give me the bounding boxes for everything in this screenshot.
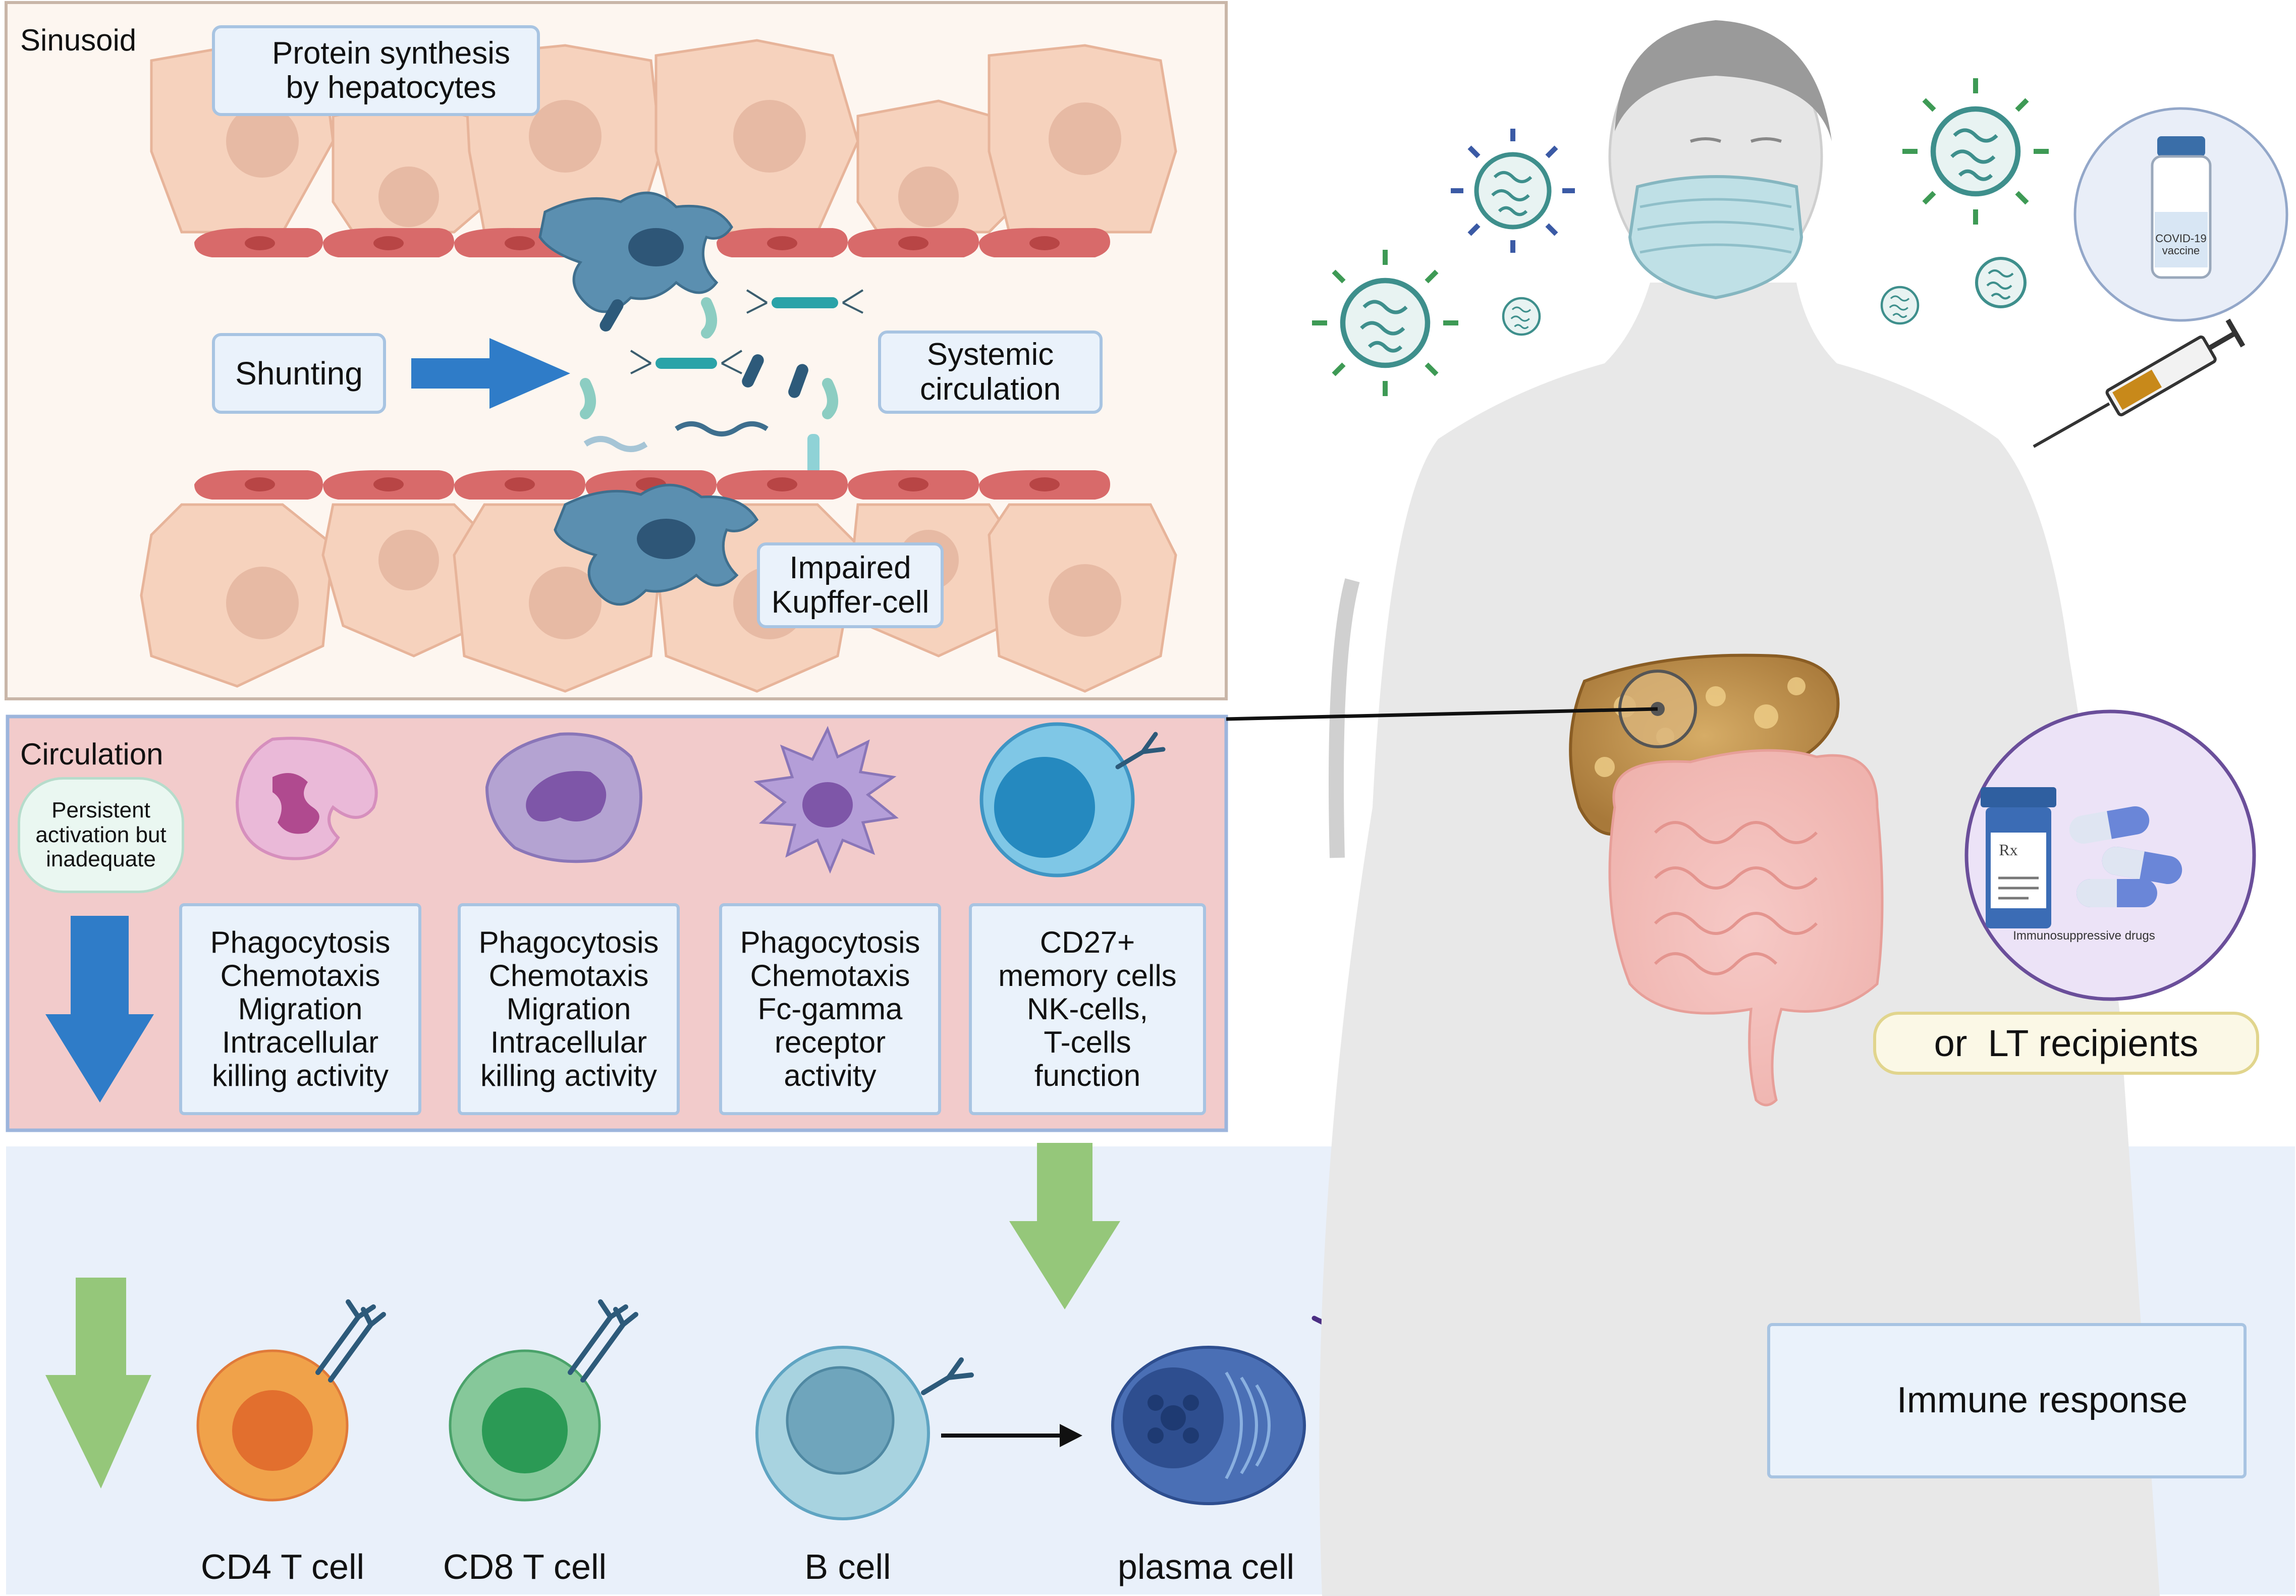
shunting-label: Shunting	[212, 333, 386, 414]
persistent-activation-label: Persistent activation but inadequate	[18, 777, 184, 893]
monocyte-cell	[485, 732, 642, 863]
human-figure	[1319, 20, 2160, 1596]
lymphocyte-cell	[979, 722, 1166, 877]
neutrophil-cell	[235, 737, 378, 860]
protein-synthesis-label: Protein synthesis by hepatocytes	[212, 25, 540, 116]
dendritic-cell	[753, 726, 899, 874]
shunting-arrow	[411, 338, 570, 409]
virus-spikes	[1451, 129, 1575, 253]
vaccine-panel	[2073, 107, 2288, 322]
cd8-t-cell-label: CD8 T cell	[443, 1547, 607, 1586]
sinusoid-title: Sinusoid	[20, 23, 137, 57]
zoom-connector-line	[1226, 707, 1658, 721]
cd8-t-cell	[449, 1299, 638, 1502]
kupffer-cell-bottom	[554, 483, 759, 606]
pill-bottle-icon	[1981, 787, 2056, 928]
green-down-arrow-left	[45, 1278, 151, 1489]
drug-caption: Immunosuppressive drugs	[2013, 928, 2155, 943]
vaccine-vial-icon	[2151, 136, 2212, 279]
green-down-arrow-center	[1009, 1143, 1120, 1309]
neutrophil-functions: Phagocytosis Chemotaxis Migration Intrac…	[179, 903, 421, 1115]
syringe-icon	[2033, 318, 2246, 448]
cd4-t-cell-label: CD4 T cell	[200, 1547, 365, 1586]
down-arrow-icon	[45, 916, 154, 1103]
kupffer-cell-top	[538, 191, 733, 313]
plasma-cell-label: plasma cell	[1117, 1547, 1295, 1586]
cd4-t-cell	[196, 1299, 386, 1502]
receptor-icon	[1115, 732, 1166, 769]
hepatocyte-nuclei-top	[226, 100, 1121, 227]
lt-recipients-label: or LT recipients	[1873, 1012, 2259, 1075]
bacteria-cluster	[580, 289, 864, 474]
plasma-cell	[1111, 1346, 1306, 1505]
face-mask-icon	[1628, 175, 1803, 300]
drug-panel	[1964, 709, 2256, 1001]
b-cell	[755, 1346, 974, 1520]
monocyte-functions: Phagocytosis Chemotaxis Migration Intrac…	[458, 903, 680, 1115]
lymphocyte-functions: CD27+ memory cells NK-cells, T-cells fun…	[969, 903, 1206, 1115]
endothelium-bottom	[194, 470, 1110, 500]
intestine-organ	[1608, 749, 1884, 1107]
immune-response-label: Immune response	[1767, 1323, 2247, 1478]
capsule-icons	[2069, 806, 2182, 907]
b-cell-label: B cell	[804, 1547, 891, 1586]
systemic-circulation-label: Systemic circulation	[878, 331, 1103, 414]
rx-label: Rx	[1999, 841, 2018, 859]
impaired-kupffer-label: Impaired Kupffer-cell	[757, 542, 944, 628]
circulation-title: Circulation	[20, 737, 163, 771]
dendritic-functions: Phagocytosis Chemotaxis Fc-gamma recepto…	[719, 903, 941, 1115]
vaccine-vial-label: COVID-19 vaccine	[2155, 232, 2207, 257]
endothelium-top	[194, 228, 1110, 257]
